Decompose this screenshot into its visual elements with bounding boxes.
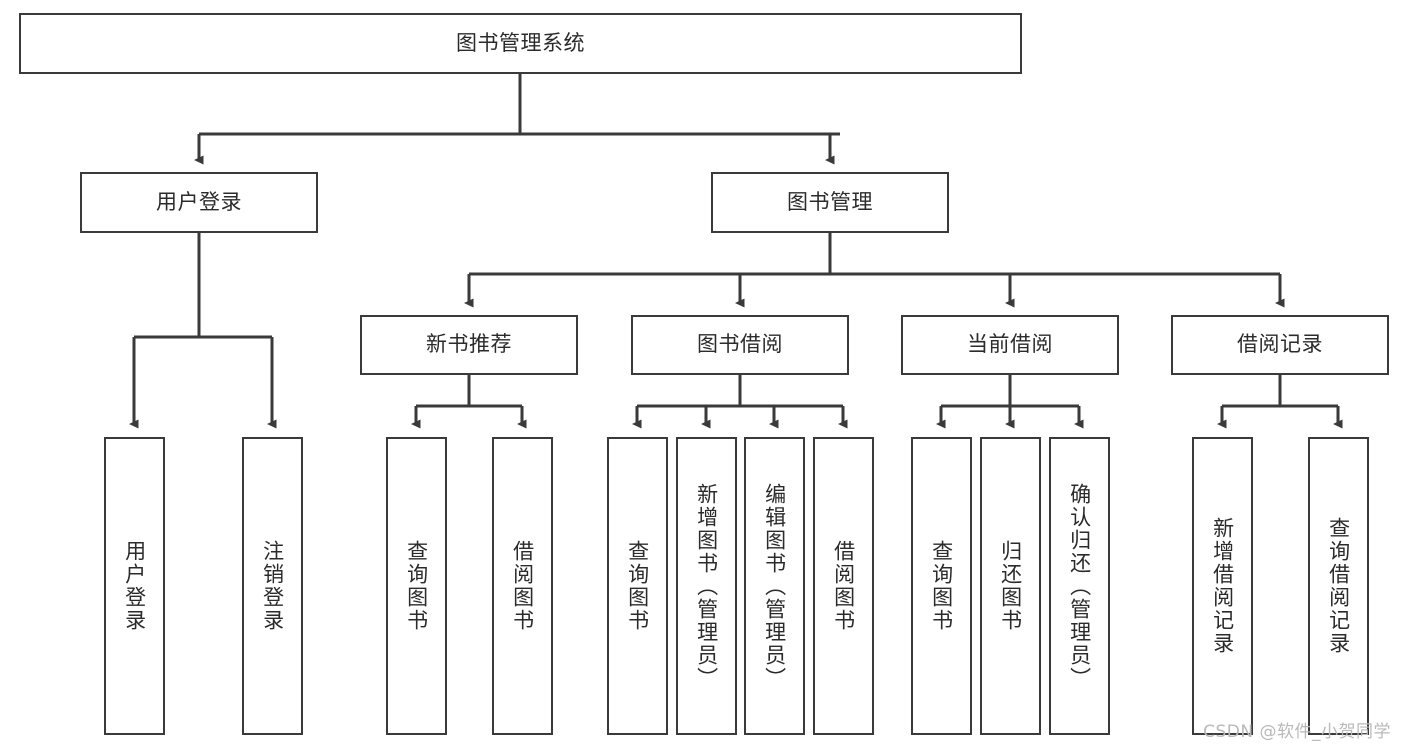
leaf-borrow-record-1[interactable]: 新增借阅记录	[1192, 437, 1253, 735]
leaf-current-borrow-2[interactable]: 归还图书	[980, 437, 1041, 735]
node-borrow-record-label: 借阅记录	[1237, 332, 1323, 357]
leaf-new-book-1[interactable]: 查询图书	[386, 437, 447, 735]
leaf-new-book-2-label: 借阅图书	[510, 540, 535, 632]
leaf-user-login-1[interactable]: 用户登录	[104, 437, 165, 735]
leaf-current-borrow-3[interactable]: 确认归还（管理员）	[1049, 437, 1110, 735]
leaf-current-borrow-1[interactable]: 查询图书	[911, 437, 972, 735]
node-book-borrow[interactable]: 图书借阅	[631, 315, 849, 375]
leaf-new-book-2[interactable]: 借阅图书	[492, 437, 553, 735]
leaf-current-borrow-3-label: 确认归还（管理员）	[1067, 482, 1092, 690]
leaf-book-borrow-2[interactable]: 新增图书（管理员）	[676, 437, 737, 735]
node-borrow-record[interactable]: 借阅记录	[1171, 315, 1389, 375]
leaf-user-login-2[interactable]: 注销登录	[242, 437, 303, 735]
leaf-user-login-1-label: 用户登录	[122, 540, 147, 632]
leaf-new-book-1-label: 查询图书	[404, 540, 429, 632]
node-root-label: 图书管理系统	[456, 30, 585, 55]
watermark-label: CSDN @软件_小贺同学	[1203, 722, 1391, 742]
leaf-book-borrow-4-label: 借阅图书	[831, 540, 856, 632]
node-book-borrow-label: 图书借阅	[697, 332, 783, 357]
node-current-borrow-label: 当前借阅	[967, 332, 1053, 357]
node-user-login[interactable]: 用户登录	[80, 172, 318, 233]
node-book-manage[interactable]: 图书管理	[711, 172, 949, 233]
leaf-borrow-record-1-label: 新增借阅记录	[1210, 517, 1235, 655]
leaf-user-login-2-label: 注销登录	[260, 540, 285, 632]
node-user-login-label: 用户登录	[156, 189, 242, 214]
node-new-book-recommend[interactable]: 新书推荐	[360, 315, 578, 375]
leaf-current-borrow-2-label: 归还图书	[998, 540, 1023, 632]
leaf-book-borrow-4[interactable]: 借阅图书	[813, 437, 874, 735]
leaf-book-borrow-1-label: 查询图书	[625, 540, 650, 632]
node-new-book-recommend-label: 新书推荐	[426, 332, 512, 357]
leaf-borrow-record-2[interactable]: 查询借阅记录	[1308, 437, 1369, 735]
leaf-book-borrow-3-label: 编辑图书（管理员）	[762, 482, 787, 690]
leaf-book-borrow-2-label: 新增图书（管理员）	[694, 482, 719, 690]
leaf-book-borrow-1[interactable]: 查询图书	[607, 437, 668, 735]
node-root[interactable]: 图书管理系统	[19, 13, 1022, 74]
node-current-borrow[interactable]: 当前借阅	[901, 315, 1119, 375]
node-book-manage-label: 图书管理	[787, 189, 873, 214]
leaf-borrow-record-2-label: 查询借阅记录	[1326, 517, 1351, 655]
leaf-current-borrow-1-label: 查询图书	[929, 540, 954, 632]
leaf-book-borrow-3[interactable]: 编辑图书（管理员）	[744, 437, 805, 735]
